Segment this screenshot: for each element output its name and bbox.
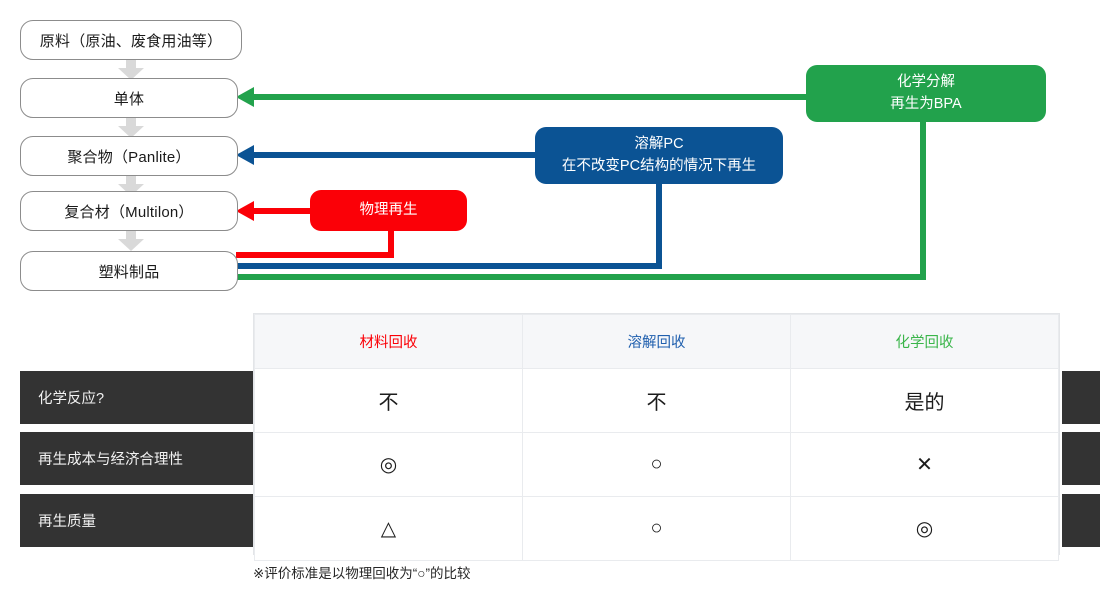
blue-route-vertical-segment xyxy=(656,182,662,267)
flow-box-label: 原料（原油、废食用油等） xyxy=(39,32,223,50)
row-tab-quality xyxy=(1062,494,1100,547)
table-row: ◎ ○ ✕ xyxy=(254,432,1059,497)
table-row: 不 不 是的 xyxy=(254,368,1059,433)
table-row: △ ○ ◎ xyxy=(254,496,1059,561)
flow-box-polymer[interactable]: 聚合物（Panlite） xyxy=(20,136,238,176)
red-route-bottom-segment xyxy=(236,252,394,258)
comparison-table: 材料回收 溶解回收 化学回收 不 不 是的 ◎ ○ ✕ △ ○ xyxy=(254,314,1059,561)
column-header-material-recycling: 材料回收 xyxy=(254,314,523,369)
row-label-text: 化学反应? xyxy=(38,391,105,407)
cell-quality-dissolution: ○ xyxy=(522,496,791,561)
flow-box-raw-material[interactable]: 原料（原油、废食用油等） xyxy=(20,20,242,60)
green-route-top-segment xyxy=(252,94,812,100)
cell-quality-chemical: ◎ xyxy=(790,496,1059,561)
callout-line-2: 在不改变PC结构的情况下再生 xyxy=(561,157,757,174)
green-route-bottom-segment xyxy=(236,274,926,280)
cell-cost-dissolution: ○ xyxy=(522,432,791,497)
red-route-top-segment xyxy=(252,208,322,214)
cell-quality-material: △ xyxy=(254,496,523,561)
table-body: 不 不 是的 ◎ ○ ✕ △ ○ ◎ xyxy=(254,368,1059,561)
callout-chemical-decomposition[interactable]: 化学分解 再生为BPA xyxy=(806,65,1046,122)
red-route-vertical-segment xyxy=(388,228,394,256)
blue-route-bottom-segment xyxy=(236,263,662,269)
flow-box-label: 单体 xyxy=(113,90,145,108)
gray-arrow-1 xyxy=(118,58,144,80)
cell-chemical-reaction-material: 不 xyxy=(254,368,523,433)
gray-arrow-2 xyxy=(118,116,144,138)
flow-box-composite[interactable]: 复合材（Multilon） xyxy=(20,191,238,231)
cell-cost-chemical: ✕ xyxy=(790,432,1059,497)
column-header-chemical-recycling: 化学回收 xyxy=(790,314,1059,369)
row-label-text: 再生质量 xyxy=(38,514,96,530)
callout-line-1: 物理再生 xyxy=(359,201,418,218)
flow-box-label: 塑料制品 xyxy=(98,263,160,281)
row-tab-chemical-reaction xyxy=(1062,371,1100,424)
cell-cost-material: ◎ xyxy=(254,432,523,497)
red-arrowhead xyxy=(236,201,254,221)
row-label-text: 再生成本与经济合理性 xyxy=(38,452,183,468)
table-head: 材料回收 溶解回收 化学回收 xyxy=(254,314,1059,369)
blue-route-top-segment xyxy=(252,152,542,158)
flow-box-label: 聚合物（Panlite） xyxy=(67,148,191,166)
table-header-row: 材料回收 溶解回收 化学回收 xyxy=(254,314,1059,369)
flow-box-monomer[interactable]: 单体 xyxy=(20,78,238,118)
row-tab-cost xyxy=(1062,432,1100,485)
callout-physical-recycling[interactable]: 物理再生 xyxy=(310,190,467,231)
blue-arrowhead xyxy=(236,145,254,165)
callout-line-2: 再生为BPA xyxy=(890,95,962,112)
callout-line-1: 溶解PC xyxy=(634,136,684,153)
green-arrowhead xyxy=(236,87,254,107)
callout-dissolution-recycling[interactable]: 溶解PC 在不改变PC结构的情况下再生 xyxy=(535,127,783,184)
table-footnote: ※评价标准是以物理回收为“○”的比较 xyxy=(253,566,471,581)
row-label-cost: 再生成本与经济合理性 xyxy=(20,432,253,485)
green-route-vertical-segment xyxy=(920,118,926,278)
cell-chemical-reaction-dissolution: 不 xyxy=(522,368,791,433)
cell-chemical-reaction-chemical: 是的 xyxy=(790,368,1059,433)
callout-line-1: 化学分解 xyxy=(897,74,955,91)
flow-box-plastic-product[interactable]: 塑料制品 xyxy=(20,251,238,291)
column-header-dissolution-recycling: 溶解回收 xyxy=(522,314,791,369)
gray-arrow-3 xyxy=(118,174,144,196)
flow-box-label: 复合材（Multilon） xyxy=(64,203,194,221)
comparison-table-container: 材料回收 溶解回收 化学回收 不 不 是的 ◎ ○ ✕ △ ○ xyxy=(253,313,1060,561)
gray-arrow-4 xyxy=(118,229,144,251)
row-label-quality: 再生质量 xyxy=(20,494,253,547)
row-label-chemical-reaction: 化学反应? xyxy=(20,371,253,424)
